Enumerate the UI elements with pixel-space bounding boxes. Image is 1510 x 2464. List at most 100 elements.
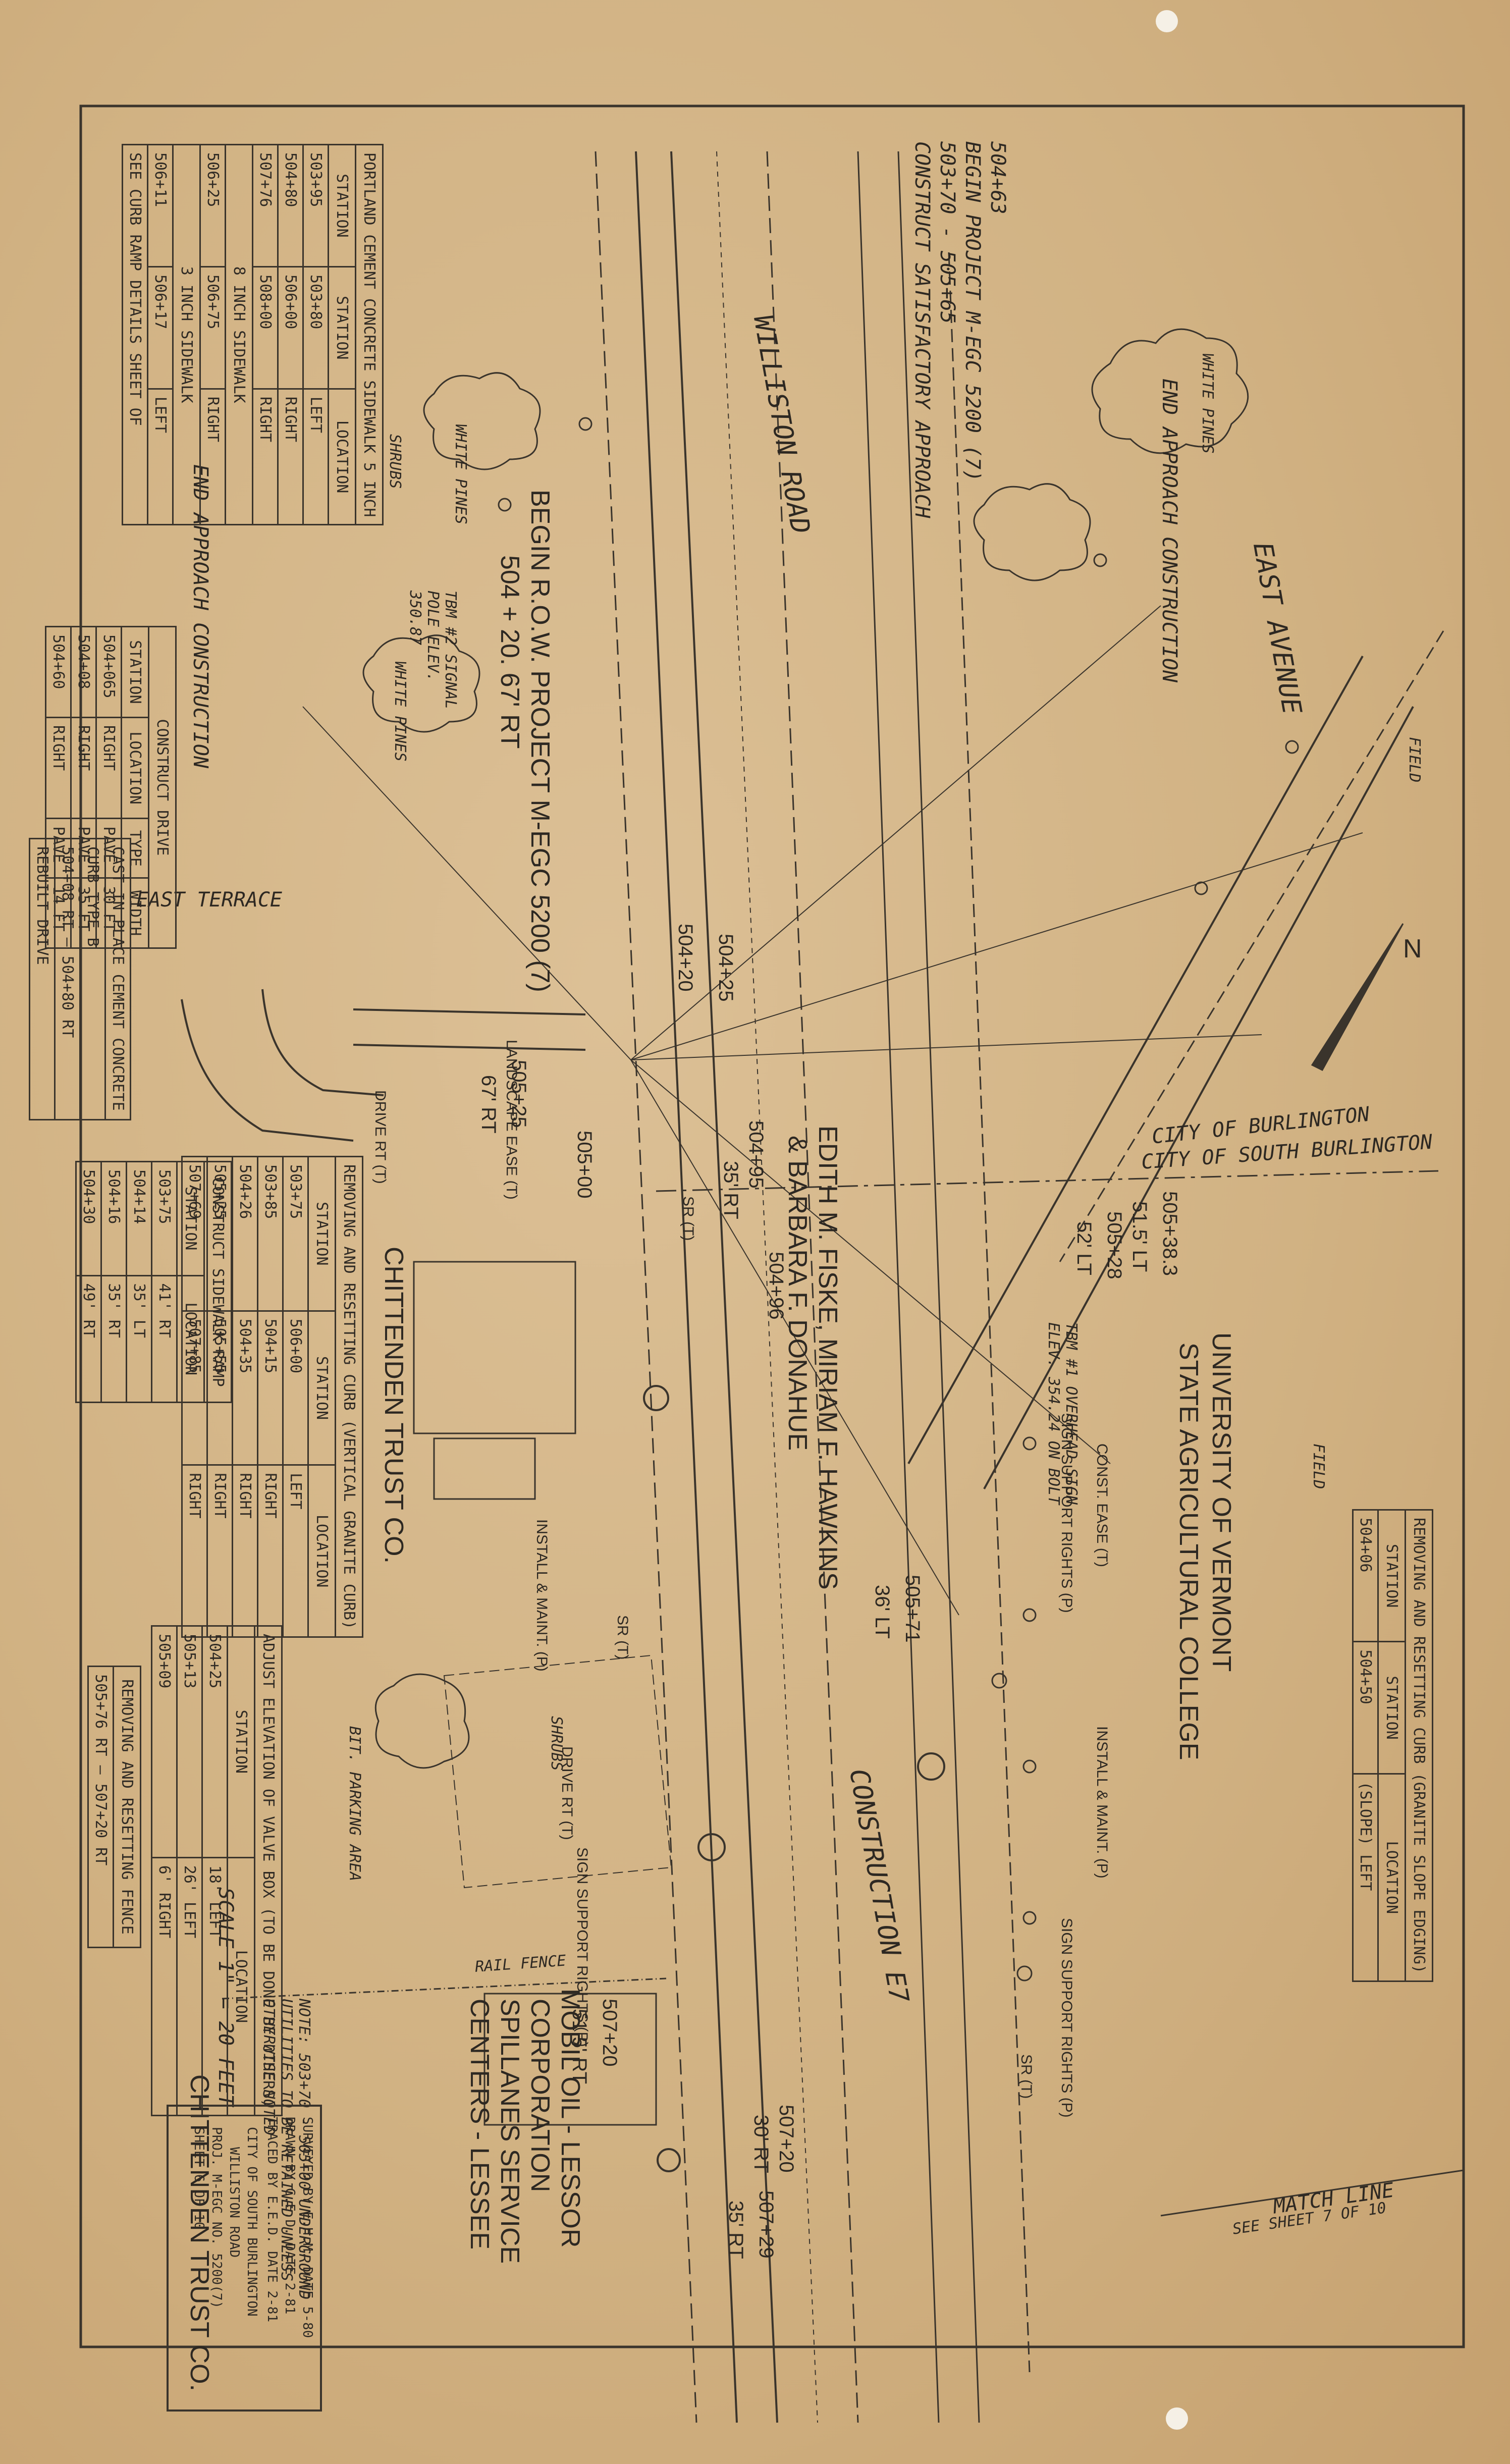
table-cell: RIGHT [207,1465,233,1637]
title-block-sheet: SHEET 6 OF 10 [191,2127,206,2230]
table-header: STATION [328,266,356,389]
table-cell: 504+065 [96,626,122,718]
road-edge-line [635,151,738,2423]
table-cell: 505+76 RT — 507+20 RT [88,1666,114,1948]
owner-label-chittenden: CHITTENDEN TRUST CO. [379,1247,408,1564]
table-row: 504+06 504+50 (SLOPE) LEFT [1353,1510,1378,1981]
table-title: CONSTRUCT DRIVE [148,626,176,948]
title-block-value: E.H.M. [300,2211,315,2259]
title-block-value: E.E.D. [264,2195,280,2243]
station-label: 504+96 [765,1252,787,1320]
note-landscape-ease: LANDSCAPE EASE (T) [503,1040,520,1200]
owner-label-mobil: CENTERS - LESSEE [465,1999,494,2250]
curb-note-line: 504+08 RT — 504+80 RT [55,838,80,1120]
utility-pole-symbol [991,1673,1007,1689]
table-cell: 504+16 [101,1161,127,1276]
curb-note-line: CURB TYPE B [80,838,105,1120]
table-cell: 503+75 [283,1156,308,1311]
table-header: STATION [1378,1641,1406,1774]
tree-symbol [1285,740,1299,754]
note-approach: CONSTRUCT SATISFACTORY APPROACH [910,141,934,518]
uvm-curb-table: REMOVING AND RESETTING CURB (GRANITE SLO… [1352,1509,1433,1982]
station-label: 67' RT [477,1075,500,1134]
utility-row-line [353,1044,586,1051]
east-terrace-edge [181,999,354,1142]
table-cell: 504+26 [232,1156,258,1311]
table-header: STATION [177,1161,204,1276]
table-row: 504+25 18' LEFT [202,1626,228,2116]
table-subtitle: 8 INCH SIDEWALK [225,144,253,525]
utility-pole-symbol [1016,1965,1033,1981]
note-install-maint: INSTALL & MAINT. (P) [533,1519,550,1672]
note-shrubs: SHRUBS [548,1716,565,1771]
tree-cloud-white-pines [1091,328,1249,454]
table-cell: LEFT [147,389,173,525]
table-header: STATION [1378,1510,1406,1642]
survey-line [630,605,1161,1060]
station-label: 504+25 [715,934,737,1002]
tree-symbol [1022,1608,1037,1622]
note-field: FIELD [1406,737,1423,783]
note-bit-parking: BIT. PARKING AREA [346,1726,363,1882]
station-label: 505+71 [901,1575,924,1643]
table-header: LOCATION [121,717,149,819]
east-terrace-edge [261,989,384,1096]
table-row: 503+75 41' RT [151,1161,177,1403]
table-cell: RIGHT [96,717,122,819]
note-white-pines: WHITE PINES [452,424,469,524]
table-cell: 505+13 [177,1626,202,1858]
title-block-field-label: DATE [264,2251,280,2283]
table-cell: 506+11 [147,144,173,267]
table-cell: 504+60 [45,626,71,718]
table-cell: 504+08 [71,626,96,718]
callout-circle [657,2148,681,2172]
tree-symbol [1022,1759,1037,1774]
table-header: STATION [328,144,356,267]
note-sign-support: SIGN SUPPORT RIGHTS (P) [574,1847,590,2047]
table-cell: 504+80 [278,144,303,267]
table-row: 504+80 506+00 RIGHT [278,144,303,525]
begin-row-station: 504 + 20. 67' RT [495,555,524,749]
note-drive: DRIVE RT (T) [372,1090,389,1184]
title-block-field-label: TRACED BY [264,2117,280,2188]
fence-table: REMOVING AND RESETTING FENCE 505+76 RT —… [87,1666,141,1948]
note-approach: BEGIN PROJECT M-EGC 5200 (7) [961,141,984,482]
owner-label-mobil: CORPORATION [525,1999,555,2192]
note-approach: 503+70 - 505+65 [936,141,959,324]
owner-label-mobil: SPILLANES SERVICE [495,1999,524,2264]
station-label: 507+20 [775,2105,797,2173]
punch-hole [1156,10,1178,32]
table-cell: 503+95 [303,144,329,267]
table-cell: RIGHT [232,1465,258,1637]
table-subtitle: 3 INCH SIDEWALK [173,144,200,525]
table-cell: 508+00 [252,266,278,389]
station-label: 504+95 [745,1120,767,1189]
table-cell: RIGHT [257,1465,283,1637]
note-const-ease: CONST. EASE (T) [1094,1443,1110,1568]
tree-cloud [973,483,1091,581]
station-label: 504+20 [674,924,696,992]
parking-outline [443,1654,672,1889]
note-end-approach: END APPROACH CONSTRUCTION [1158,379,1181,683]
note-sr: SR (T) [614,1615,631,1660]
note-shrubs: SHRUBS [386,434,404,489]
note-white-pines: WHITE PINES [1199,353,1216,454]
table-header: STATION [227,1626,255,1858]
tree-cloud-white-pines [362,634,480,733]
table-header: LOCATION [308,1465,336,1637]
row-line [948,252,1031,2373]
title-block-value: C.E.D. [282,2187,297,2235]
tree-cloud-hedge [374,1673,470,1769]
table-title: ADJUST ELEVATION OF VALVE BOX (TO BE DON… [254,1626,282,2116]
tree-symbol [498,498,512,512]
curb-note-line: REBUILT DRIVE [29,838,55,1120]
table-cell: LEFT [283,1465,308,1637]
title-block-label: TRACED BY E.E.D. DATE 2-81 [264,2117,280,2322]
title-block-city: CITY OF SOUTH BURLINGTON [244,2127,259,2317]
building-outline [413,1261,576,1434]
table-cell: 504+30 [76,1161,101,1276]
station-label: 507+29 [755,2190,777,2259]
table-cell: RIGHT [278,389,303,525]
curb-note-box: CAST IN PLACE CEMENT CONCRETE CURB TYPE … [29,838,131,1120]
